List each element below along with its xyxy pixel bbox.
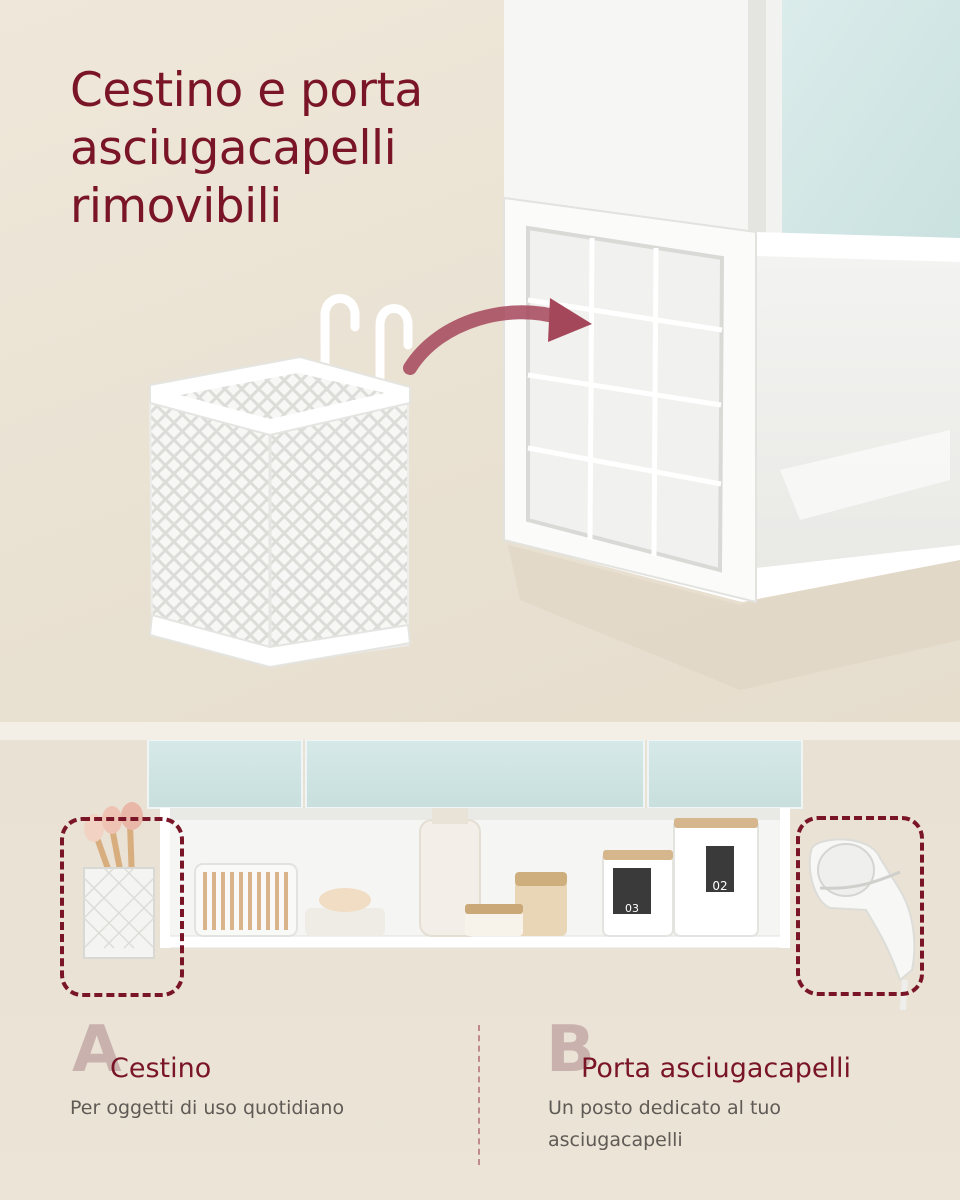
basket-illustration [148,294,413,669]
feature-a-description: Per oggetti di uso quotidiano [70,1097,345,1119]
basket-highlight [60,817,184,997]
bottom-panel: 03 02 [0,740,960,1200]
feature-a-letter: A [72,1013,122,1087]
feature-a-title: Cestino [110,1053,212,1084]
feature-b-title: Porta asciugacapelli [581,1053,852,1084]
open-shelf [756,256,960,568]
feature-b-letter: B [546,1013,595,1087]
feature-b-description-line-1: Un posto dedicato al tuo [548,1097,782,1119]
mesh-panel [526,225,725,573]
cabinet-door-left [504,0,756,232]
feature-b-description: Un posto dedicato al tuo asciugacapelli [548,1092,781,1156]
shelf-illustration: 03 02 [83,740,916,1010]
mirror-door-left [147,740,303,809]
cabinet-illustration [503,0,960,690]
mirror-door-right [647,740,803,809]
jar-label-02: 02 [712,879,727,893]
feature-divider [478,1025,480,1165]
headline-line-3: rimovibili [70,179,282,234]
arrow-icon [403,298,592,375]
jar-label-03: 03 [625,902,639,915]
headline: Cestino e porta asciugacapelli rimovibil… [70,62,510,236]
mirror-door-center [305,740,645,809]
headline-line-2: asciugacapelli [70,121,397,176]
brush-basket [83,802,155,959]
headline-line-1: Cestino e porta [70,63,423,118]
hair-dryer [808,838,916,1010]
dryer-holder-highlight [796,816,924,996]
feature-b-description-line-2: asciugacapelli [548,1129,683,1151]
top-panel: Cestino e porta asciugacapelli rimovibil… [0,0,960,722]
section-divider [0,722,960,740]
